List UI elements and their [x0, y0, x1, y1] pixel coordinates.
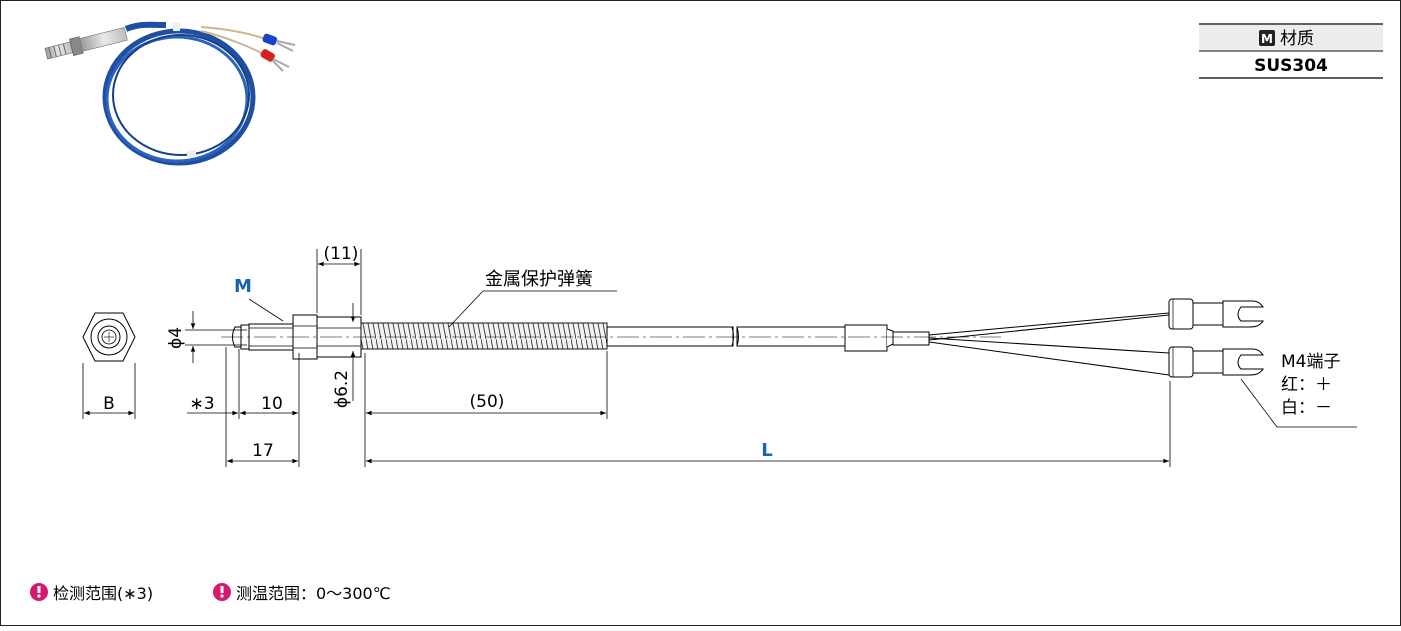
material-badge-icon [1259, 30, 1275, 46]
fork-terminal-bottom [1168, 346, 1264, 378]
legend-item-temperature [213, 583, 231, 601]
legend-temperature-text: 测温范围：0～300℃ [236, 584, 391, 603]
spring-label: 金属保护弹簧 [485, 269, 593, 290]
legend-item-detection [30, 583, 48, 601]
thread-m-label: M [234, 276, 252, 297]
dim-50-label: (50) [470, 392, 505, 412]
dim-11-label: (11) [324, 244, 359, 264]
dimension-lines [185, 249, 1357, 467]
dim-17-label: 17 [252, 441, 274, 461]
dim-phi62-label: ϕ6.2 [332, 370, 352, 408]
product-photo [44, 21, 296, 166]
hex-end-view [82, 312, 136, 419]
dim-l-label: L [761, 440, 772, 461]
material-value: SUS304 [1254, 56, 1328, 76]
dim-phi4-label: ϕ4 [166, 327, 186, 349]
dim-10-label: 10 [261, 394, 283, 414]
terminal-white-label: 白：－ [1281, 398, 1332, 418]
terminal-red-label: 红：＋ [1281, 375, 1332, 395]
fork-terminal-top [1168, 298, 1264, 330]
dim-star3-label: ∗3 [189, 394, 214, 414]
material-header-label: 材质 [1280, 29, 1314, 49]
terminal-spec-label: M4端子 [1281, 352, 1340, 372]
dim-b-label: B [103, 394, 115, 414]
legend-detection-text: 检测范围(∗3) [53, 584, 153, 603]
material-badge-letter: M [1261, 32, 1273, 46]
sensor-side-view [221, 312, 1170, 376]
material-table [1199, 23, 1383, 79]
